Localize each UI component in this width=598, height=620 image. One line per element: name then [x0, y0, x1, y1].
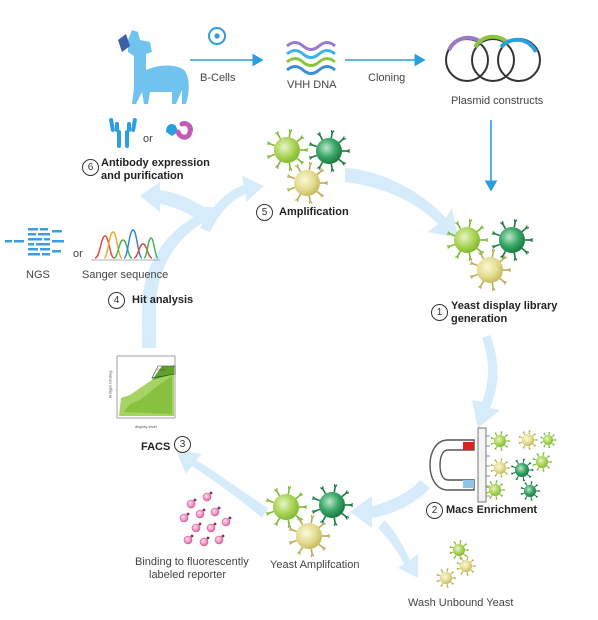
step-2-title: Macs Enrichment: [446, 504, 538, 516]
label-binding-line2: labeled reporter: [149, 569, 227, 581]
plasmid-icon: [445, 34, 541, 82]
yeast-cells: [265, 129, 557, 588]
yeast-cell-yellow: [490, 458, 510, 478]
nanobody-icon: [166, 121, 193, 140]
label-or-sequencing: or: [73, 248, 83, 260]
yeast-cell-light-green: [265, 486, 308, 528]
reporter-cell: [221, 516, 232, 527]
label-binding-line1: Binding to fluorescently: [135, 556, 249, 568]
reporter-cell: [206, 522, 217, 533]
step-3-number: 3: [174, 436, 191, 453]
reporter-cell: [183, 534, 194, 545]
facs-ylabel: Antigen binding: [107, 370, 113, 399]
antibody-icon: [109, 118, 137, 148]
sanger-trace-icon: [91, 229, 160, 261]
yeast-cell-light-green: [266, 129, 309, 171]
yeast-cell-dark-green: [308, 130, 351, 172]
reporter-cell: [195, 508, 206, 519]
facs-plot: [116, 355, 176, 419]
label-sanger-sequence: Sanger sequence: [82, 269, 169, 281]
yeast-cell-dark-green: [511, 458, 534, 482]
facs-gate-label: Gate: [157, 367, 166, 372]
reporter-cell: [191, 522, 202, 533]
yeast-cell-yellow: [436, 568, 456, 588]
reporter-cell: [199, 536, 210, 547]
step-6-number: 6: [82, 159, 99, 176]
yeast-cell-light-green: [485, 480, 505, 500]
step-4-number: 4: [108, 292, 125, 309]
reporter-cell: [202, 491, 213, 502]
cycle-arrow-bottom-right: [350, 480, 430, 528]
step-1-number: 1: [431, 304, 448, 321]
b-cell-icon: [208, 27, 226, 45]
yeast-cell-light-green: [490, 431, 510, 451]
reporter-cell: [179, 512, 190, 523]
yeast-cell-dark-green: [491, 219, 534, 261]
label-yeast-amplification: Yeast Amplifcation: [270, 559, 360, 571]
reporter-cells: [179, 491, 232, 547]
step-2-number: 2: [426, 502, 443, 519]
reporter-cell: [214, 534, 225, 545]
vhh-dna-icon: [286, 41, 336, 75]
yeast-cell-dark-green: [311, 484, 354, 526]
yeast-cell-light-green: [532, 452, 552, 472]
label-b-cells: B-Cells: [200, 72, 236, 84]
reporter-cell: [186, 498, 197, 509]
yeast-cell-yellow: [288, 515, 331, 557]
cycle-arrow-right: [472, 335, 500, 428]
cycle-arrow-top: [345, 168, 458, 238]
facs-xlabel: display level: [135, 424, 157, 429]
step-5-title: Amplification: [279, 206, 349, 218]
ngs-icon: [5, 228, 64, 256]
cycle-arrows: [140, 168, 500, 578]
label-or-antibody: or: [143, 133, 153, 145]
yeast-cell-yellow: [456, 556, 476, 576]
top-flow-arrows: [190, 53, 498, 192]
label-ngs: NGS: [26, 269, 50, 281]
cycle-arrow-center: [200, 176, 264, 232]
step-4-title: Hit analysis: [132, 294, 194, 306]
yeast-cell-dark-green: [520, 481, 540, 501]
yeast-cell-yellow: [518, 430, 538, 450]
cycle-arrow-wash: [378, 520, 418, 578]
alpaca-icon: [118, 30, 189, 104]
label-wash-unbound-yeast: Wash Unbound Yeast: [408, 597, 514, 609]
label-cloning: Cloning: [368, 72, 406, 84]
reporter-cell: [210, 506, 221, 517]
yeast-cell-light-green: [540, 431, 557, 449]
label-vhh-dna: VHH DNA: [287, 79, 337, 91]
yeast-cell-light-green: [449, 540, 469, 560]
step-5-number: 5: [256, 204, 273, 221]
magnet-icon: [429, 427, 490, 503]
yeast-cell-yellow: [286, 162, 329, 204]
step-3-title: FACS: [141, 441, 171, 453]
yeast-cell-yellow: [469, 249, 512, 291]
cycle-arrow-bottom-left: [176, 450, 268, 518]
label-plasmid-constructs: Plasmid constructs: [451, 95, 544, 107]
cycle-arrow-top-left: [140, 182, 213, 225]
